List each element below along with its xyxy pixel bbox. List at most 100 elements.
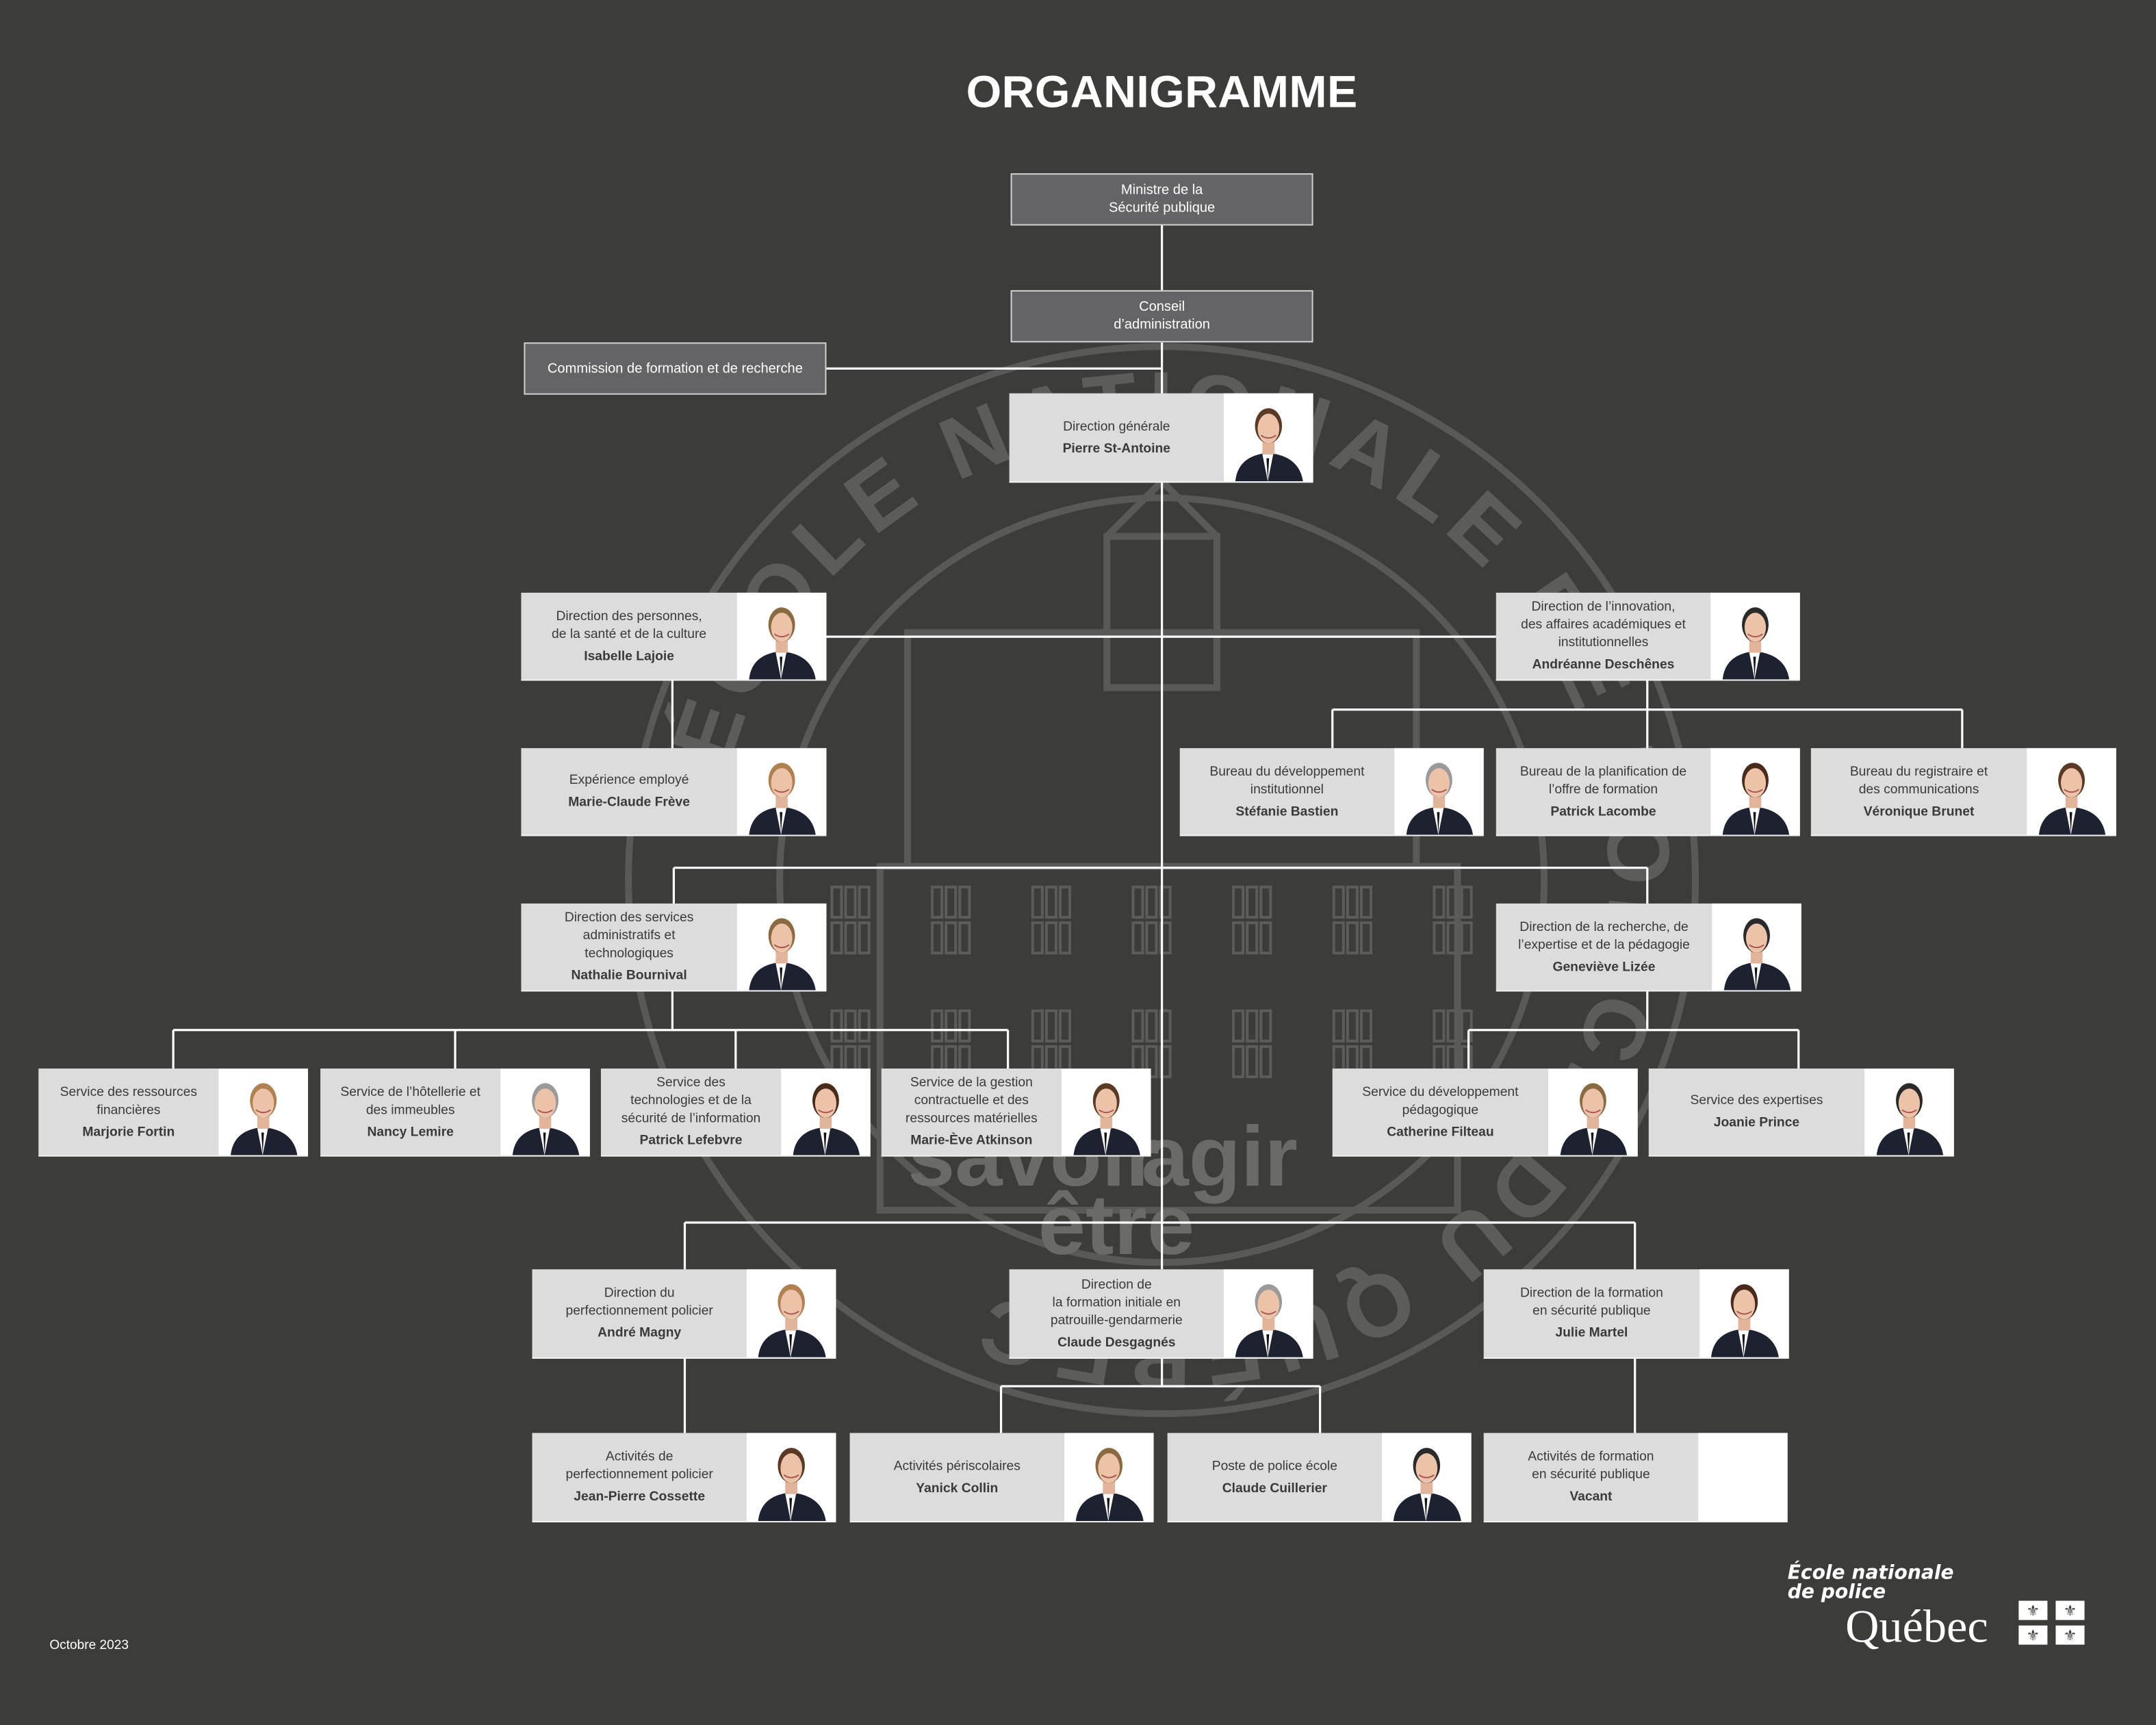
window-mark	[1044, 885, 1057, 919]
portrait-photo	[512, 1083, 580, 1155]
portrait	[218, 1068, 309, 1155]
org-card-bureau-planif: Bureau de la planification de l’offre de…	[1496, 748, 1800, 836]
window-mark	[1044, 921, 1057, 955]
window-mark	[1232, 1045, 1245, 1079]
card-text: Direction générale Pierre St-Antoine	[1010, 394, 1224, 482]
card-text: Activités de perfectionnement policier J…	[532, 1433, 746, 1521]
portrait	[736, 748, 827, 835]
portrait-photo	[1722, 607, 1790, 680]
window-mark	[1460, 885, 1473, 919]
window-mark	[945, 885, 958, 919]
unit-title: Bureau du registraire et des communicati…	[1849, 763, 1988, 797]
window-mark	[1433, 1009, 1446, 1043]
portrait	[1061, 1068, 1151, 1155]
window-mark	[830, 921, 843, 955]
org-card-dg: Direction générale Pierre St-Antoine	[1009, 393, 1313, 483]
card-text: Service des technologies et de la sécuri…	[601, 1069, 781, 1155]
window-mark	[1446, 921, 1459, 955]
org-card-poste-police: Poste de police école Claude Cuillerier	[1167, 1433, 1472, 1522]
person-name: Joanie Prince	[1713, 1115, 1800, 1131]
window-mark	[1232, 921, 1245, 955]
card-text: Direction des personnes, de la santé et …	[521, 593, 736, 680]
window-mark	[1232, 885, 1245, 919]
window-mark	[1246, 1009, 1259, 1043]
person-name: Stéfanie Bastien	[1235, 804, 1339, 819]
portrait	[1382, 1433, 1472, 1521]
unit-title: Direction de l’innovation, des affaires …	[1521, 599, 1686, 651]
card-text: Direction de la formation initiale en pa…	[1010, 1269, 1224, 1357]
card-text: Service des ressources financières Marjo…	[38, 1069, 218, 1155]
portrait	[736, 903, 827, 991]
window-mark	[1131, 885, 1144, 919]
window-mark	[1433, 921, 1446, 955]
unit-title: Direction des services administratifs et…	[564, 910, 694, 962]
window-mark	[958, 1009, 971, 1043]
portrait-photo	[1235, 408, 1303, 482]
portrait-photo	[1406, 763, 1474, 835]
window-mark	[1346, 885, 1359, 919]
card-text: Direction du perfectionnement policier A…	[532, 1269, 746, 1357]
window-mark	[1332, 1009, 1345, 1043]
window-mark	[1246, 885, 1259, 919]
card-text: Service de l’hôtellerie et des immeubles…	[320, 1069, 500, 1155]
org-card-personnes: Direction des personnes, de la santé et …	[521, 592, 827, 681]
portrait-photo	[758, 1448, 826, 1521]
org-card-bureau-dev: Bureau du développement institutionnel S…	[1179, 748, 1484, 836]
window-mark	[1346, 921, 1359, 955]
person-name: Marie-Ève Atkinson	[910, 1133, 1033, 1149]
person-name: Catherine Filteau	[1387, 1124, 1494, 1140]
unit-title: Service du développement pédagogique	[1362, 1084, 1519, 1118]
card-text: Service des expertises Joanie Prince	[1649, 1069, 1864, 1155]
unit-title: Direction de la recherche, de l’expertis…	[1518, 919, 1690, 953]
window-mark	[1159, 1009, 1172, 1043]
person-name: Julie Martel	[1555, 1325, 1628, 1341]
window-mark	[1259, 1045, 1272, 1079]
window-mark	[945, 1009, 958, 1043]
window-mark	[1332, 885, 1345, 919]
unit-title: Direction des personnes, de la santé et …	[552, 608, 707, 642]
card-text: Direction de l’innovation, des affaires …	[1496, 593, 1710, 680]
org-card-techno: Service des technologies et de la sécuri…	[600, 1068, 871, 1157]
org-card-periscolaires: Activités périscolaires Yanick Collin	[849, 1433, 1154, 1522]
window-mark	[1259, 1009, 1272, 1043]
portrait	[781, 1068, 871, 1155]
org-box-ministre: Ministre de la Sécurité publique	[1010, 173, 1313, 226]
window-mark	[830, 1009, 843, 1043]
window-mark	[1145, 885, 1158, 919]
window-mark	[1460, 1009, 1473, 1043]
person-name: Isabelle Lajoie	[584, 648, 675, 664]
org-card-gestion-contr: Service de la gestion contractuelle et d…	[881, 1068, 1151, 1157]
page-title: ORGANIGRAMME	[966, 66, 1358, 117]
window-mark	[958, 921, 971, 955]
portrait	[500, 1068, 590, 1155]
portrait-photo	[1560, 1083, 1628, 1155]
org-card-perfectionnement: Direction du perfectionnement policier A…	[532, 1269, 836, 1359]
window-mark	[1031, 885, 1044, 919]
card-text: Poste de police école Claude Cuillerier	[1168, 1433, 1382, 1521]
org-card-dev-ped: Service du développement pédagogique Cat…	[1332, 1068, 1638, 1157]
window-mark	[1131, 921, 1144, 955]
empty-photo-slot	[1698, 1433, 1788, 1521]
unit-title: Service des expertises	[1690, 1093, 1823, 1109]
org-card-act-perf: Activités de perfectionnement policier J…	[532, 1433, 836, 1522]
person-name: Andréanne Deschênes	[1532, 657, 1675, 673]
portrait	[1710, 748, 1800, 835]
window-mark	[1159, 885, 1172, 919]
window-mark	[1460, 921, 1473, 955]
org-card-formation-secu: Direction de la formation en sécurité pu…	[1483, 1269, 1789, 1359]
portrait	[1864, 1068, 1954, 1155]
svg-text:⚜: ⚜	[2064, 1627, 2077, 1645]
card-text: Service du développement pédagogique Cat…	[1333, 1069, 1548, 1155]
window-mark	[931, 885, 944, 919]
person-name: Jean-Pierre Cossette	[574, 1489, 706, 1505]
window-mark	[844, 885, 857, 919]
window-mark	[1145, 921, 1158, 955]
unit-title: Poste de police école	[1211, 1458, 1337, 1474]
unit-title: Activités périscolaires	[893, 1458, 1021, 1474]
unit-title: Direction générale	[1063, 418, 1170, 434]
portrait	[1710, 592, 1800, 680]
window-mark	[1246, 921, 1259, 955]
portrait	[1224, 1269, 1313, 1357]
